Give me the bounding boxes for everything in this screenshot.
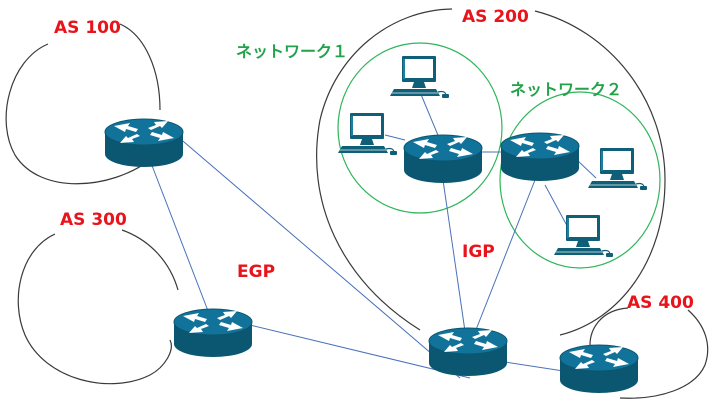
computer-net2-bottom: [553, 214, 614, 258]
as200-boundary: [316, 8, 666, 336]
network2-boundary: [499, 91, 661, 269]
router-core: [428, 327, 508, 377]
as300-label: AS 300: [60, 210, 127, 230]
computer-net2-right: [587, 147, 648, 191]
link-core-net2: [469, 179, 536, 346]
as400-boundary: [589, 307, 709, 399]
router-icon: [428, 327, 508, 377]
as100-boundary-top: [119, 23, 161, 111]
router-icon: [500, 132, 580, 182]
computer-net1-left: [337, 112, 398, 156]
as200-label: AS 200: [462, 7, 529, 27]
network1-label: ネットワーク１: [236, 42, 348, 61]
as300-boundary: [17, 233, 172, 385]
computer-icon: [553, 214, 614, 258]
link-as300-core: [249, 324, 471, 379]
router-icon: [104, 118, 184, 168]
links: [145, 91, 597, 379]
router-network1: [403, 134, 483, 184]
router-icon: [559, 344, 639, 394]
link-net1-pc-top: [419, 91, 441, 141]
router-icon: [403, 134, 483, 184]
router-network2: [500, 132, 580, 182]
router-as400: [559, 344, 639, 394]
link-net2-pc-right: [576, 159, 597, 179]
link-net1-pc-left: [384, 134, 406, 141]
link-as100-as300: [145, 149, 211, 317]
as100-label: AS 100: [54, 18, 121, 38]
as400-label: AS 400: [627, 293, 694, 313]
computer-icon: [587, 147, 648, 191]
link-as100-core: [169, 129, 461, 379]
router-as300: [173, 308, 253, 358]
link-core-as400: [504, 361, 571, 373]
igp-label: IGP: [462, 242, 495, 262]
computer-net1-top: [389, 55, 450, 99]
network1-boundary: [337, 42, 503, 214]
egp-label: EGP: [237, 262, 275, 282]
router-as100: [104, 118, 184, 168]
network2-label: ネットワーク２: [510, 80, 622, 99]
link-core-net1: [442, 179, 468, 346]
as300-boundary-top: [121, 229, 179, 291]
computer-icon: [337, 112, 398, 156]
computer-icon: [389, 55, 450, 99]
as100-boundary: [5, 43, 151, 185]
router-icon: [173, 308, 253, 358]
